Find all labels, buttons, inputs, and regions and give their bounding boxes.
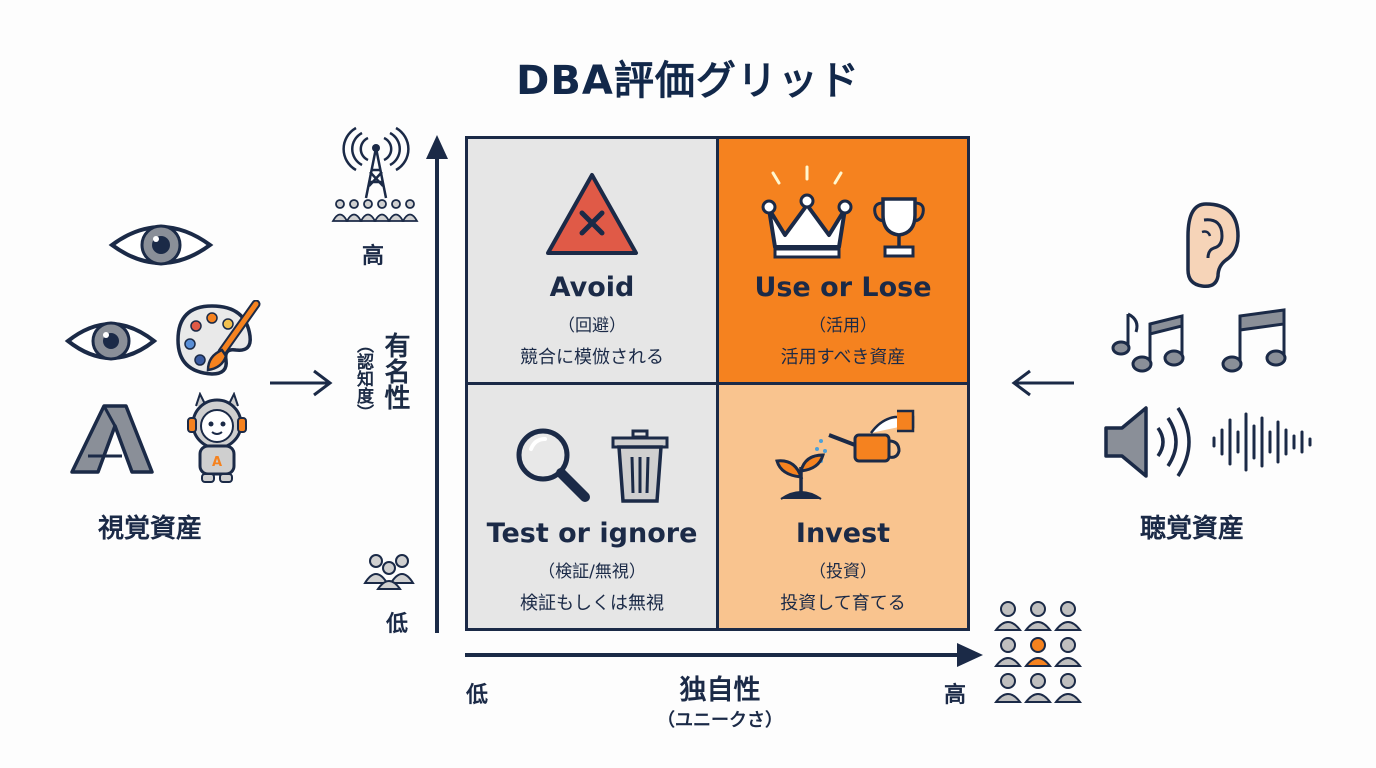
y-axis-high-label: 高 <box>362 244 385 269</box>
palette-brush-icon <box>176 300 261 376</box>
quadrant-invest: Invest （投資） 投資して育てる <box>719 385 967 628</box>
music-notes-icon <box>1111 312 1185 373</box>
y-axis-subtitle: （認知度） <box>353 336 373 421</box>
x-axis-title: 独自性 <box>679 675 761 706</box>
music-note-icon <box>1221 308 1287 373</box>
quadrant-title: Use or Lose <box>754 272 932 303</box>
eye-icon <box>108 224 214 266</box>
crowd-highlight-icon <box>993 601 1083 703</box>
quadrant-description: 検証もしくは無視 <box>520 593 664 614</box>
quadrant-subtitle: （活用） <box>809 316 877 336</box>
evaluation-grid: Avoid （回避） 競合に模倣される Use <box>465 136 970 631</box>
x-axis-high-label: 高 <box>944 683 967 708</box>
quadrant-test-or-ignore: Test or ignore （検証/無視） 検証もしくは無視 <box>468 385 716 628</box>
quadrant-description: 投資して育てる <box>780 593 906 614</box>
x-axis-arrow <box>465 643 983 667</box>
x-axis-low-label: 低 <box>466 683 489 708</box>
watering-sprout-icon <box>719 405 967 505</box>
page-title: DBA評価グリッド <box>516 58 860 104</box>
quadrant-title: Invest <box>795 518 891 549</box>
brand-logo-a-icon <box>70 404 154 474</box>
x-axis-subtitle: （ユニークさ） <box>657 710 783 731</box>
quadrant-subtitle: （検証/無視） <box>538 562 646 582</box>
quadrant-avoid: Avoid （回避） 競合に模倣される <box>468 139 716 382</box>
quadrant-title: Test or ignore <box>486 518 698 549</box>
quadrant-description: 競合に模倣される <box>520 347 664 368</box>
svg-text:A: A <box>212 455 222 470</box>
y-axis-low-label: 低 <box>386 612 409 637</box>
warning-triangle-x-icon <box>468 169 716 259</box>
crown-trophy-icon <box>719 165 967 261</box>
speaker-icon <box>1104 406 1191 478</box>
y-axis-arrow <box>426 135 448 633</box>
magnifier-trash-icon <box>468 425 716 505</box>
broadcast-tower-audience-icon <box>331 126 419 222</box>
arrow-left-icon <box>1011 369 1074 397</box>
quadrant-title: Avoid <box>549 272 635 303</box>
audio-assets-label: 聴覚資産 <box>1140 514 1245 544</box>
mascot-character-icon: A <box>187 392 247 483</box>
quadrant-subtitle: （投資） <box>809 562 877 582</box>
arrow-right-icon <box>270 369 333 397</box>
quadrant-description: 活用すべき資産 <box>780 347 906 368</box>
sound-wave-icon <box>1212 412 1312 472</box>
visual-assets-label: 視覚資産 <box>98 514 203 544</box>
ear-icon <box>1186 202 1240 289</box>
quadrant-subtitle: （回避） <box>558 316 626 336</box>
small-group-icon <box>363 554 415 590</box>
y-axis-title: 有名性 <box>380 332 410 410</box>
quadrant-use-or-lose: Use or Lose （活用） 活用すべき資産 <box>719 139 967 382</box>
eye-icon <box>64 321 158 361</box>
